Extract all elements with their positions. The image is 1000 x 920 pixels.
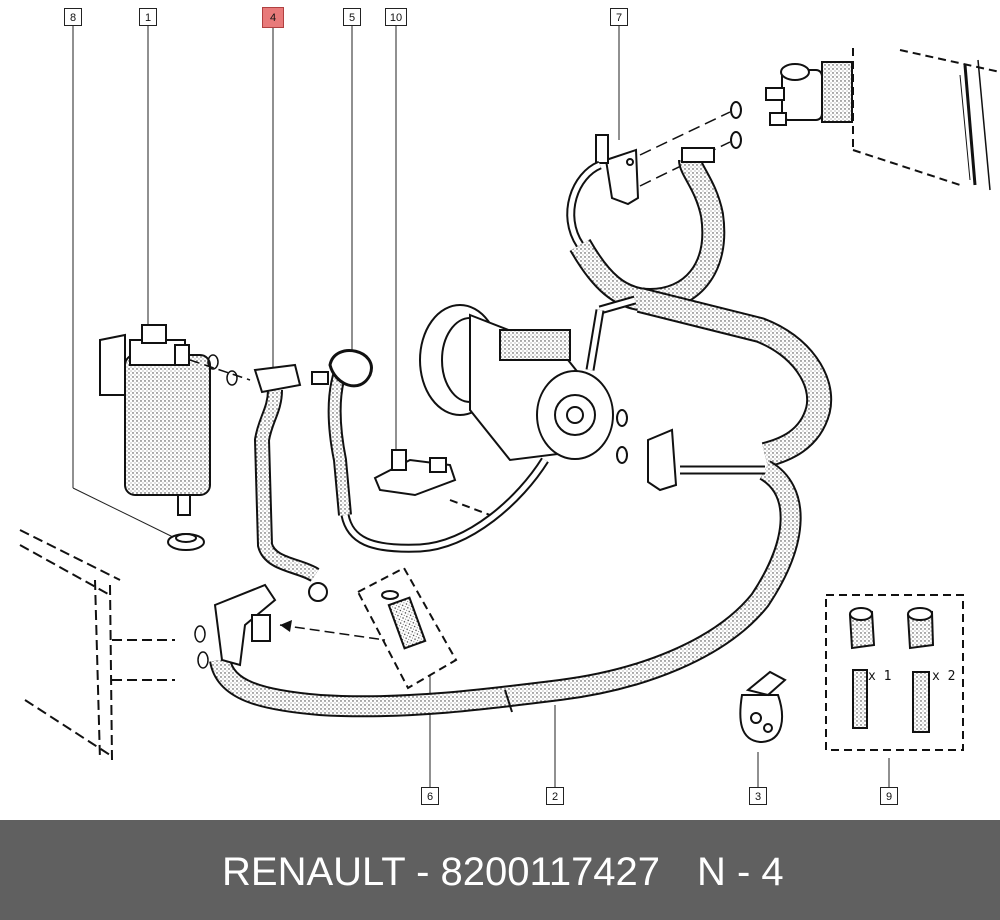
callout-9: 9 bbox=[880, 787, 898, 805]
condenser-left bbox=[19, 529, 175, 761]
callout-8: 8 bbox=[64, 8, 82, 26]
parts-diagram bbox=[19, 26, 1000, 787]
callout-7: 7 bbox=[610, 8, 628, 26]
compressor bbox=[419, 304, 614, 462]
callout-10: 10 bbox=[385, 8, 407, 26]
compressor-bracket bbox=[616, 409, 678, 492]
hose-part-5 bbox=[311, 349, 549, 553]
callout-2: 2 bbox=[546, 787, 564, 805]
bracket-part-7 bbox=[595, 134, 640, 206]
hose-upper bbox=[566, 147, 726, 313]
footer-bar: RENAULT - 8200117427 N - 4 bbox=[0, 820, 1000, 920]
kit-quantity-x1: x 1 bbox=[868, 669, 892, 684]
hose-part-2 bbox=[209, 460, 802, 718]
callout-4-highlighted[interactable]: 4 bbox=[262, 7, 284, 28]
callout-1: 1 bbox=[139, 8, 157, 26]
expansion-valve bbox=[730, 61, 853, 149]
part-number-label: RENAULT - 8200117427 bbox=[222, 850, 661, 894]
seal-kit-bag-part-3 bbox=[739, 670, 787, 744]
callout-6: 6 bbox=[421, 787, 439, 805]
kit-quantity-x2: x 2 bbox=[932, 669, 956, 684]
hose-part-4 bbox=[253, 363, 328, 602]
callout-3: 3 bbox=[749, 787, 767, 805]
condenser-top-right bbox=[852, 48, 1000, 191]
valve-block-left bbox=[213, 583, 277, 667]
seal-part-8 bbox=[167, 533, 205, 551]
position-label: N - 4 bbox=[697, 850, 784, 894]
sensor-part-10 bbox=[373, 449, 491, 516]
receiver-drier-part-1 bbox=[99, 324, 211, 516]
valve-kit-part-9 bbox=[825, 594, 964, 751]
pressure-switch-part-6 bbox=[356, 566, 458, 690]
callout-5: 5 bbox=[343, 8, 361, 26]
hose-right bbox=[585, 287, 833, 468]
leader-lines bbox=[72, 26, 890, 787]
